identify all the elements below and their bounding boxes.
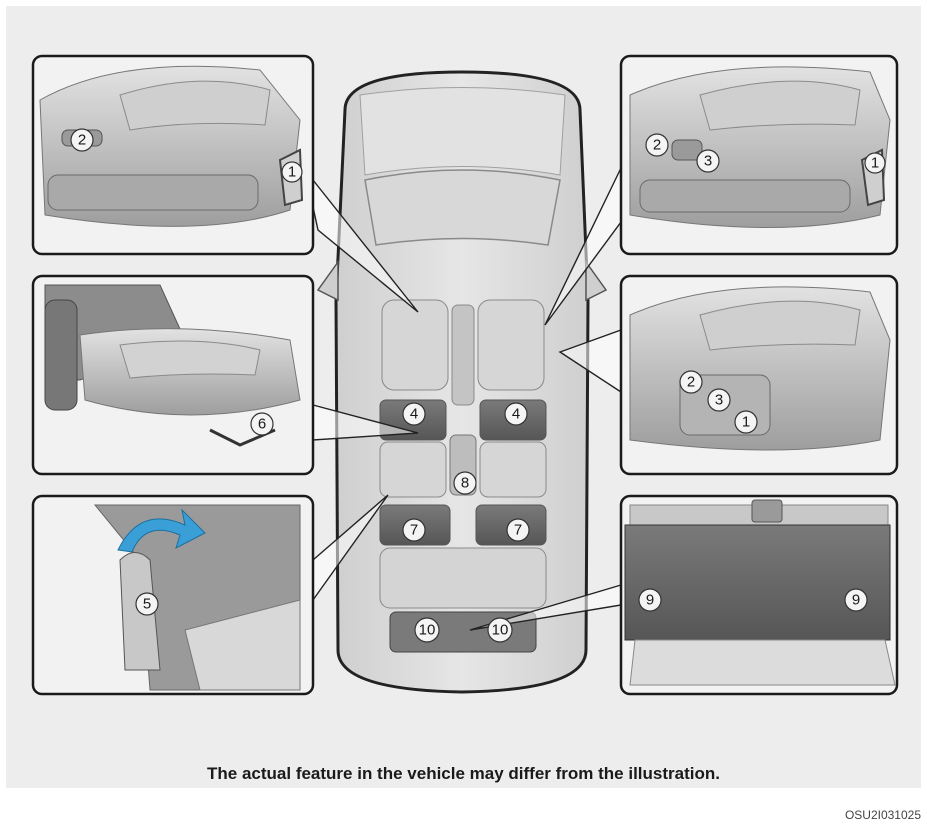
callout-second-row-6: 6 bbox=[251, 413, 273, 435]
image-code: OSU2I031025 bbox=[845, 808, 921, 822]
svg-text:5: 5 bbox=[143, 596, 151, 613]
mirror-left bbox=[318, 262, 338, 300]
svg-text:1: 1 bbox=[871, 155, 879, 172]
callout-car-8: 8 bbox=[454, 472, 476, 494]
callout-front-right-lower-2: 2 bbox=[680, 371, 702, 393]
inset-second-row-seatback bbox=[33, 496, 313, 694]
callout-front-left-1: 1 bbox=[282, 162, 302, 182]
second-seat-left-cushion bbox=[380, 442, 446, 497]
inset-front-left-seat bbox=[33, 56, 313, 254]
callout-front-right-top-2: 2 bbox=[646, 134, 668, 156]
callout-front-right-lower-3: 3 bbox=[708, 389, 730, 411]
svg-text:9: 9 bbox=[852, 592, 860, 609]
callout-second-row-5: 5 bbox=[136, 593, 158, 615]
callout-front-right-top-3: 3 bbox=[697, 150, 719, 172]
vehicle-top-view bbox=[318, 72, 606, 692]
inset-second-row-seat bbox=[33, 276, 313, 474]
third-row-cushion bbox=[380, 548, 546, 608]
svg-text:10: 10 bbox=[419, 622, 436, 639]
svg-text:9: 9 bbox=[646, 592, 654, 609]
svg-text:10: 10 bbox=[492, 622, 509, 639]
callout-car-4-right: 4 bbox=[505, 403, 527, 425]
hood bbox=[360, 88, 565, 176]
caption: The actual feature in the vehicle may di… bbox=[0, 764, 927, 784]
callout-car-7-right: 7 bbox=[507, 519, 529, 541]
svg-text:2: 2 bbox=[653, 137, 661, 154]
callout-car-10-left: 10 bbox=[415, 618, 439, 642]
svg-text:2: 2 bbox=[687, 374, 695, 391]
svg-text:1: 1 bbox=[288, 164, 296, 181]
svg-text:3: 3 bbox=[704, 153, 712, 170]
svg-text:7: 7 bbox=[410, 522, 418, 539]
callout-front-right-top-1: 1 bbox=[865, 153, 885, 173]
svg-text:6: 6 bbox=[258, 416, 266, 433]
svg-text:4: 4 bbox=[410, 406, 418, 423]
center-console bbox=[452, 305, 474, 405]
svg-text:1: 1 bbox=[742, 414, 750, 431]
svg-text:8: 8 bbox=[461, 475, 469, 492]
callout-front-right-lower-1: 1 bbox=[735, 411, 757, 433]
callout-front-left-2: 2 bbox=[71, 129, 93, 151]
callout-car-7-left: 7 bbox=[403, 519, 425, 541]
callout-third-row-9-right: 9 bbox=[845, 589, 867, 611]
callout-third-row-9-left: 9 bbox=[639, 589, 661, 611]
second-seat-right-cushion bbox=[480, 442, 546, 497]
front-seat-left bbox=[382, 300, 448, 390]
windshield bbox=[365, 170, 560, 245]
inset-front-right-seat-lower bbox=[621, 276, 897, 474]
callout-car-10-right: 10 bbox=[488, 618, 512, 642]
svg-text:7: 7 bbox=[514, 522, 522, 539]
mirror-right bbox=[586, 262, 606, 300]
callout-car-4-left: 4 bbox=[403, 403, 425, 425]
svg-text:4: 4 bbox=[512, 406, 520, 423]
svg-text:3: 3 bbox=[715, 392, 723, 409]
front-seat-right bbox=[478, 300, 544, 390]
svg-text:2: 2 bbox=[78, 132, 86, 149]
